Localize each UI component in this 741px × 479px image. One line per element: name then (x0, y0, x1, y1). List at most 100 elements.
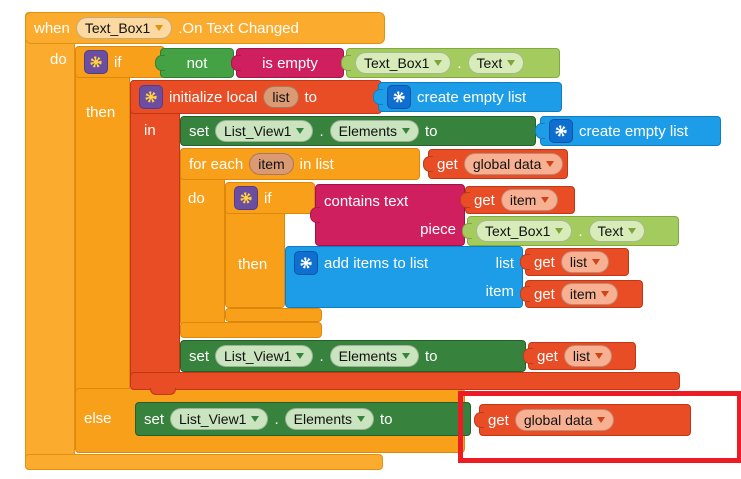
mutator-gear-icon[interactable] (387, 85, 411, 109)
left-plug (462, 223, 472, 239)
property-dropdown-elements[interactable]: Elements (329, 345, 419, 367)
var-dropdown-global-data[interactable]: global data (514, 409, 615, 431)
var-dropdown-list[interactable]: list (560, 251, 609, 273)
when-label: when (34, 19, 70, 37)
get-list-block-1[interactable]: get list (520, 248, 629, 276)
local-var-name-field[interactable]: list (263, 86, 299, 108)
outer-if-spine[interactable] (75, 46, 130, 437)
dot-separator: . (319, 122, 324, 140)
to-label: to (304, 88, 318, 106)
for-each-block[interactable]: for each item in list (180, 148, 420, 180)
component-dropdown-textbox1[interactable]: Text_Box1 (355, 52, 452, 74)
mutator-gear-icon[interactable] (139, 85, 163, 109)
to-label: to (425, 347, 438, 365)
mutator-gear-icon[interactable] (234, 186, 258, 210)
component-dropdown-value: List_View1 (179, 411, 247, 427)
dot-separator: . (274, 410, 279, 428)
mutator-gear-icon[interactable] (549, 119, 573, 143)
set-elements-block-2[interactable]: set List_View1 . Elements to (180, 340, 526, 372)
inner-if-block[interactable]: if (225, 182, 315, 214)
outer-if-block[interactable]: if (75, 46, 165, 78)
textbox-text-getter-1[interactable]: Text_Box1 . Text (341, 48, 560, 78)
property-dropdown-elements[interactable]: Elements (284, 408, 374, 430)
var-dropdown-list[interactable]: list (563, 345, 612, 367)
is-empty-label: is empty (262, 54, 318, 72)
then-label-outer: then (86, 104, 116, 121)
for-each-label: for each (189, 155, 244, 173)
else-label-outer: else (84, 410, 112, 427)
component-dropdown-listview1[interactable]: List_View1 (170, 408, 269, 430)
add-items-to-list-block[interactable]: add items to list list item (285, 246, 523, 308)
left-plug (310, 207, 320, 223)
chevron-down-icon (434, 60, 443, 66)
var-dropdown-item[interactable]: item (560, 283, 619, 305)
create-empty-list-label: create empty list (579, 122, 689, 140)
get-list-block-2[interactable]: get list (523, 342, 636, 370)
to-label: to (380, 410, 393, 428)
left-plug (460, 192, 470, 208)
component-dropdown-textbox1[interactable]: Text_Box1 (476, 220, 573, 242)
is-empty-block[interactable]: is empty (231, 48, 344, 78)
left-plug (423, 156, 433, 172)
add-items-row-2: item (294, 278, 514, 304)
init-local-bottom[interactable] (130, 372, 680, 390)
if-label: if (114, 53, 122, 71)
property-dropdown-value: Elements (338, 123, 397, 139)
property-dropdown-value: Text (476, 55, 503, 71)
get-global-data-block-1[interactable]: get global data (423, 149, 568, 179)
textbox-text-getter-2[interactable]: Text_Box1 . Text (462, 216, 679, 246)
contains-text-label: contains text (324, 192, 409, 210)
property-dropdown-text[interactable]: Text (467, 52, 525, 74)
left-plug (520, 254, 530, 270)
init-local-bottom-tab (150, 388, 176, 395)
left-plug (373, 89, 383, 105)
get-item-block-1[interactable]: get item (460, 186, 575, 214)
not-block[interactable]: not (155, 48, 234, 78)
component-dropdown-value: Text_Box1 (485, 223, 551, 239)
left-plug (155, 55, 165, 71)
when-block-spine[interactable] (25, 12, 75, 470)
create-empty-list-block-1[interactable]: create empty list (373, 82, 562, 112)
set-elements-block-3[interactable]: set List_View1 . Elements to (135, 402, 471, 436)
chevron-down-icon (594, 353, 603, 359)
component-dropdown-listview1[interactable]: List_View1 (215, 120, 314, 142)
create-empty-list-block-2[interactable]: create empty list (535, 116, 721, 146)
property-dropdown-text[interactable]: Text (588, 220, 646, 242)
left-plug (535, 123, 545, 139)
when-block-bottom[interactable] (25, 454, 383, 470)
var-dropdown-global-data[interactable]: global data (463, 153, 564, 175)
dot-separator: . (319, 347, 324, 365)
mutator-gear-icon[interactable] (294, 251, 318, 275)
local-var-name-value: list (272, 89, 290, 105)
inner-if-bottom[interactable] (225, 308, 322, 322)
chevron-down-icon (402, 353, 410, 359)
component-dropdown-value: Text_Box1 (84, 20, 151, 36)
dot-separator: . (457, 54, 462, 72)
get-label: get (437, 155, 458, 173)
initialize-local-block[interactable]: initialize local list to (130, 80, 382, 114)
in-label-init-local: in (144, 122, 156, 139)
add-items-row-1: add items to list list (294, 250, 514, 276)
property-dropdown-elements[interactable]: Elements (329, 120, 419, 142)
for-each-bottom[interactable] (180, 322, 322, 338)
highlight-rectangle (458, 391, 741, 463)
component-dropdown-value: List_View1 (224, 348, 292, 364)
property-dropdown-value: Elements (293, 411, 352, 427)
get-label: get (534, 285, 555, 303)
var-dropdown-value: list (572, 348, 590, 364)
contains-row: contains text (324, 188, 456, 214)
chevron-down-icon (597, 417, 606, 423)
set-elements-block-1[interactable]: set List_View1 . Elements to (180, 116, 536, 146)
loop-var-name-field[interactable]: item (249, 153, 294, 175)
get-item-block-2[interactable]: get item (520, 280, 643, 308)
get-global-data-block-2[interactable]: get global data (474, 404, 691, 436)
component-dropdown-listview1[interactable]: List_View1 (215, 345, 314, 367)
var-dropdown-item[interactable]: item (500, 189, 559, 211)
mutator-gear-icon[interactable] (84, 50, 108, 74)
contains-text-block[interactable]: contains text piece (310, 184, 465, 246)
get-label: get (534, 253, 555, 271)
component-dropdown-textbox1[interactable]: Text_Box1 (75, 17, 173, 39)
chevron-down-icon (628, 228, 637, 234)
when-event-block[interactable]: when Text_Box1 .On Text Changed (25, 12, 385, 44)
